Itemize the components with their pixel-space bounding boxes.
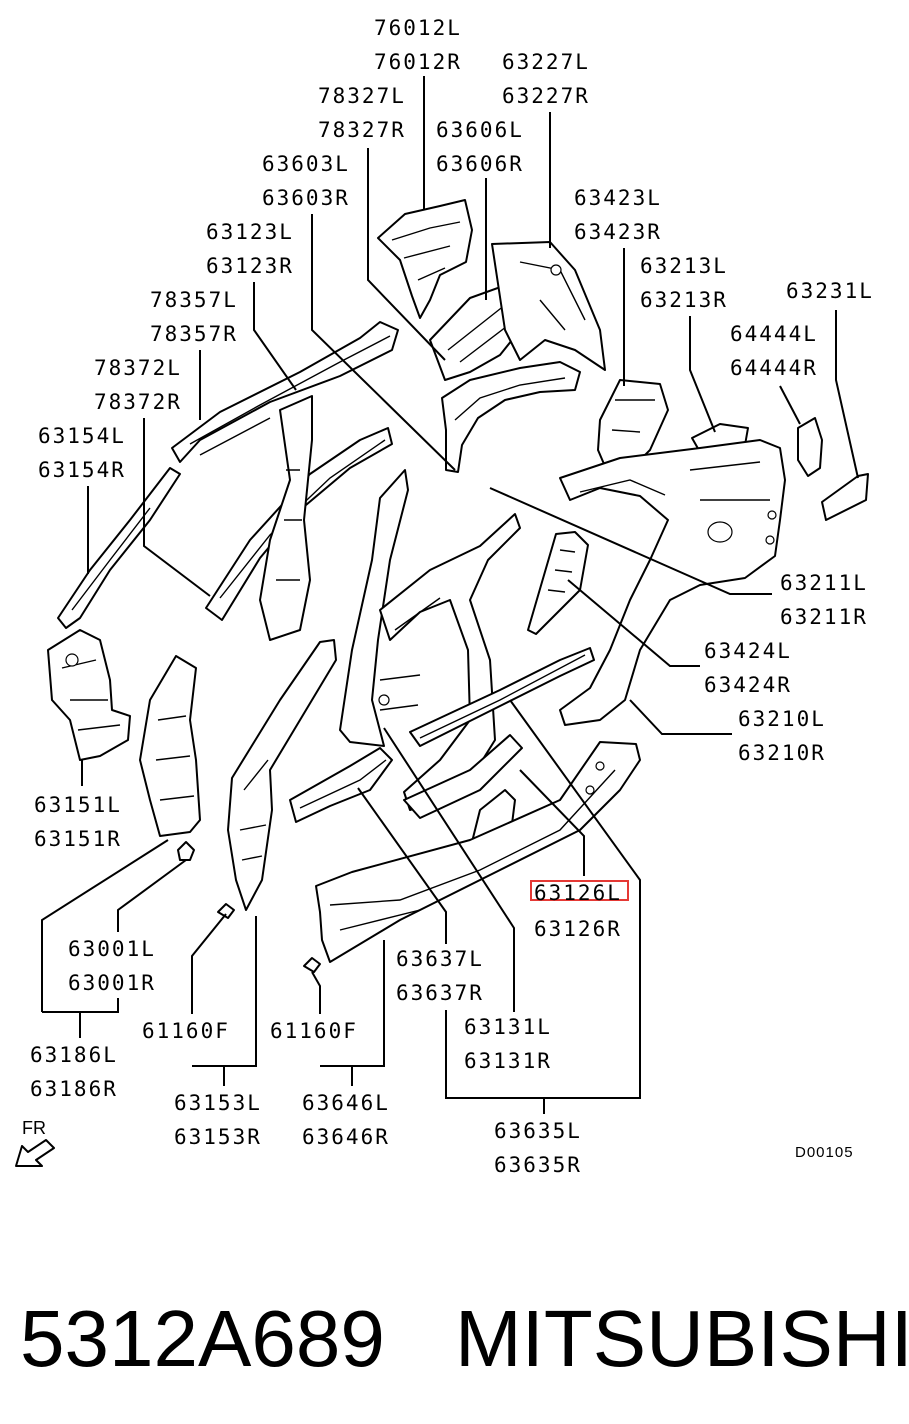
label-63154l: 63154L: [38, 424, 126, 448]
label-63637r: 63637R: [396, 981, 484, 1005]
part-labels: 76012L 76012R 63227L 63227R 78327L 78327…: [30, 16, 874, 1177]
label-78327l: 78327L: [318, 84, 406, 108]
label-63186r: 63186R: [30, 1077, 118, 1101]
label-63635l: 63635L: [494, 1119, 582, 1143]
clip-61160f-left: [217, 903, 235, 919]
label-64444l: 64444L: [730, 322, 818, 346]
clip-61160f-right: [303, 957, 321, 973]
label-63606l: 63606L: [436, 118, 524, 142]
label-78357r: 78357R: [150, 322, 238, 346]
front-arrow-icon: [15, 1139, 55, 1167]
label-63603r: 63603R: [262, 186, 350, 210]
label-63646l: 63646L: [302, 1091, 390, 1115]
part-a-pillar-inner: [139, 655, 201, 837]
part-quarter-panel-outer: [559, 439, 786, 726]
label-63126l[interactable]: 63126L: [534, 881, 622, 905]
label-63227l: 63227L: [502, 50, 590, 74]
part-front-pillar-lower: [47, 629, 131, 761]
front-direction-indicator: FR: [15, 1118, 55, 1167]
label-78327r: 78327R: [318, 118, 406, 142]
part-quarter-extension: [597, 379, 669, 479]
label-63126r: 63126R: [534, 917, 622, 941]
drawing-code: D00105: [795, 1144, 854, 1161]
label-78372r: 78372R: [94, 390, 182, 414]
label-63423l: 63423L: [574, 186, 662, 210]
label-76012r: 76012R: [374, 50, 462, 74]
label-63637l: 63637L: [396, 947, 484, 971]
label-63131r: 63131R: [464, 1049, 552, 1073]
label-63210r: 63210R: [738, 741, 826, 765]
part-quarter-reinforcement: [527, 531, 589, 635]
label-63151l: 63151L: [34, 793, 122, 817]
part-number: 5312A689: [20, 1294, 385, 1383]
part-quarter-panel-inner: [491, 241, 606, 371]
part-side-sill-outer: [315, 741, 641, 963]
label-63131l: 63131L: [464, 1015, 552, 1039]
label-63123l: 63123L: [206, 220, 294, 244]
label-63153r: 63153R: [174, 1125, 262, 1149]
part-pillar-foot-bracket: [177, 841, 195, 861]
label-63001l: 63001L: [68, 937, 156, 961]
label-63211r: 63211R: [780, 605, 868, 629]
part-sill-reinforcement-upper: [409, 647, 595, 747]
label-63151r: 63151R: [34, 827, 122, 851]
label-63606r: 63606R: [436, 152, 524, 176]
label-63210l: 63210L: [738, 707, 826, 731]
label-63227r: 63227R: [502, 84, 590, 108]
label-64444r: 64444R: [730, 356, 818, 380]
part-side-bracket-64444: [797, 417, 823, 477]
label-76012l: 76012L: [374, 16, 462, 40]
label-63423r: 63423R: [574, 220, 662, 244]
label-63153l: 63153L: [174, 1091, 262, 1115]
label-61160f-left: 61160F: [142, 1019, 230, 1043]
label-63213l: 63213L: [640, 254, 728, 278]
label-63424l: 63424L: [704, 639, 792, 663]
part-rear-end-piece: [821, 473, 869, 521]
part-front-pillar-outer: [227, 639, 337, 911]
fr-label: FR: [22, 1118, 46, 1138]
label-63211l: 63211L: [780, 571, 868, 595]
label-63603l: 63603L: [262, 152, 350, 176]
part-center-pillar-inner: [259, 395, 313, 641]
leader-lines: [41, 76, 859, 1114]
label-63123r: 63123R: [206, 254, 294, 278]
label-63186l: 63186L: [30, 1043, 118, 1067]
label-63001r: 63001R: [68, 971, 156, 995]
label-63646r: 63646R: [302, 1125, 390, 1149]
body-side-parts: [47, 199, 869, 973]
part-wheelhouse-arch: [441, 361, 581, 473]
label-63635r: 63635R: [494, 1153, 582, 1177]
label-78357l: 78357L: [150, 288, 238, 312]
part-sill-outer-rear: [289, 747, 393, 823]
label-63231l: 63231L: [786, 279, 874, 303]
label-78372l: 78372L: [94, 356, 182, 380]
label-63213r: 63213R: [640, 288, 728, 312]
part-b-pillar-outer: [339, 469, 409, 747]
label-63154r: 63154R: [38, 458, 126, 482]
highlight-63126l: [530, 880, 629, 901]
part-center-sill-reinforcement: [403, 734, 523, 819]
label-63424r: 63424R: [704, 673, 792, 697]
brand-name: MITSUBISHI: [455, 1294, 909, 1383]
label-61160f-right: 61160F: [270, 1019, 358, 1043]
part-roof-bracket: [377, 199, 473, 319]
